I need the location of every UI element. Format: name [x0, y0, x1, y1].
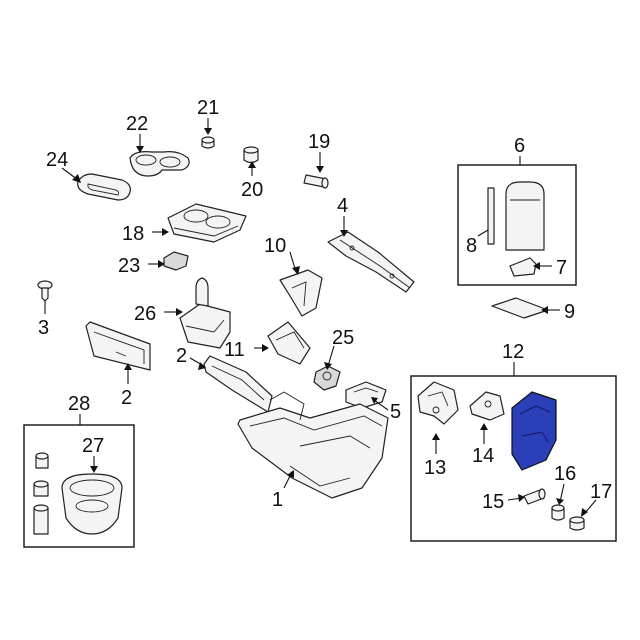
callout-18: 18 [122, 223, 144, 245]
callout-4: 4 [337, 195, 348, 217]
callout-16: 16 [554, 463, 576, 485]
leader-lines [44, 118, 597, 517]
part-18-console-top [167, 203, 247, 243]
callout-6: 6 [514, 135, 525, 157]
part-12-armrest-highlighted [511, 391, 557, 471]
part-15-pin [523, 488, 546, 505]
part-2-side-panel-upper [203, 355, 273, 413]
callout-22: 22 [126, 113, 148, 135]
part-27-power-outlet [61, 473, 123, 535]
callout-11: 11 [224, 339, 245, 361]
callout-2-lower: 2 [121, 387, 132, 409]
callout-25: 25 [332, 327, 354, 349]
part-8-strip [487, 187, 495, 245]
part-21-bushing [201, 136, 215, 149]
part-23-clip [163, 251, 189, 271]
callout-19: 19 [308, 131, 330, 153]
part-6-armrest-lid [505, 181, 545, 251]
part-11-bracket [267, 321, 311, 365]
callout-7: 7 [556, 257, 567, 279]
part-24-bezel [77, 173, 131, 201]
part-22-cupholder-insert [129, 151, 190, 177]
part-1-console-body [237, 391, 389, 499]
callout-1: 1 [272, 489, 283, 511]
callout-26: 26 [134, 303, 156, 325]
callout-14: 14 [472, 445, 494, 467]
part-19-pin [303, 174, 329, 189]
callout-3: 3 [38, 317, 49, 339]
callout-28: 28 [68, 393, 90, 415]
group-box-6 [457, 164, 577, 286]
part-7-clip [509, 257, 537, 277]
part-4-bracket [327, 231, 415, 293]
part-10-bracket [279, 269, 323, 317]
callout-13: 13 [424, 457, 446, 479]
part-20-bushing [243, 146, 259, 164]
callout-2-upper: 2 [176, 345, 187, 367]
part-28-socket-parts [33, 452, 49, 535]
part-2-side-panel-lower [85, 321, 151, 371]
callout-23: 23 [118, 255, 140, 277]
group-box-28 [23, 424, 135, 548]
callout-27: 27 [82, 435, 104, 457]
callout-12: 12 [502, 341, 524, 363]
callout-21: 21 [197, 97, 219, 119]
callout-10: 10 [264, 235, 286, 257]
callout-17: 17 [590, 481, 612, 503]
part-17-cap [569, 516, 585, 531]
callout-9: 9 [564, 301, 575, 323]
part-9-pad [491, 297, 549, 319]
part-3-push-pin [37, 280, 53, 302]
callout-5: 5 [390, 401, 401, 423]
callout-24: 24 [46, 149, 68, 171]
part-14-hinge [469, 391, 505, 421]
callout-20: 20 [241, 179, 263, 201]
callout-8: 8 [466, 235, 477, 257]
callout-labels: 22 21 20 19 24 18 23 3 4 10 26 11 25 5 2… [38, 97, 612, 513]
part-16-cap [551, 504, 565, 521]
part-13-bracket [417, 381, 459, 425]
callout-15: 15 [482, 491, 504, 513]
part-26-shifter [179, 277, 231, 349]
